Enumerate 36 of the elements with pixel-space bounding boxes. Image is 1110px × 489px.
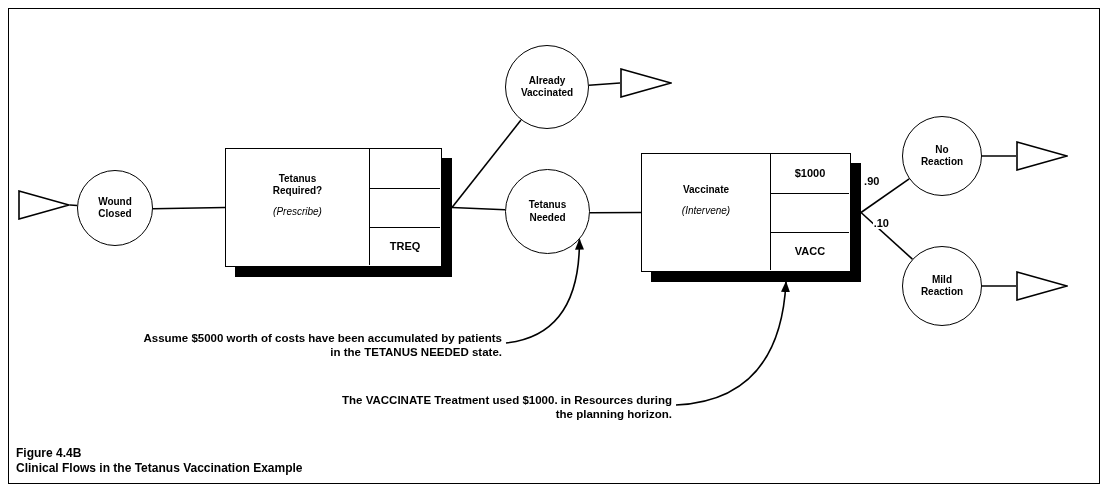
state-label: Already Vaccinated (519, 74, 575, 100)
end-triangle (620, 68, 672, 98)
treatment-title: Vaccinate (681, 184, 731, 197)
connector-line (588, 82, 621, 87)
end-triangle (1016, 271, 1068, 301)
connector-line (981, 155, 1017, 157)
annotation-text: Assume $5000 worth of costs have been accumulated by patients in the TETANUS NEEDED state. (140, 331, 502, 365)
probability-label: .10 (872, 217, 890, 229)
attribute-cell (770, 193, 849, 232)
attribute-cell (369, 227, 440, 265)
state-label: Wound Closed (97, 195, 133, 221)
cell-code: $1000 (794, 166, 826, 182)
curved-arrow (505, 238, 584, 344)
attribute-cell (770, 232, 849, 270)
treatment-type: (Intervene) (680, 204, 732, 217)
connector-line (981, 285, 1017, 287)
attribute-cell (369, 188, 440, 227)
cell-code: TREQ (389, 239, 421, 255)
connector-line (451, 119, 522, 209)
state-label: No Reaction (919, 143, 965, 169)
connector-line (860, 178, 910, 214)
state-label: Tetanus Needed (527, 199, 568, 224)
probability-label: .90 (863, 175, 881, 187)
treatment-type: (Prescribe) (272, 205, 323, 219)
treatment-title: Tetanus Required? (271, 172, 324, 198)
end-triangle (1016, 141, 1068, 171)
cell-code: VACC (794, 244, 826, 260)
connector-line (589, 211, 642, 214)
connector-line (152, 206, 226, 210)
figure-caption: Clinical Flows in the Tetanus Vaccination Example (16, 461, 303, 476)
curved-arrow (675, 280, 790, 406)
figure-number: Figure 4.4B (16, 446, 83, 461)
end-triangle (18, 190, 70, 220)
state-label: Mild Reaction (919, 273, 965, 299)
connector-line (69, 204, 78, 207)
annotation-text: The VACCINATE Treatment used $1000. in Resources during the planning horizon. (330, 393, 672, 427)
